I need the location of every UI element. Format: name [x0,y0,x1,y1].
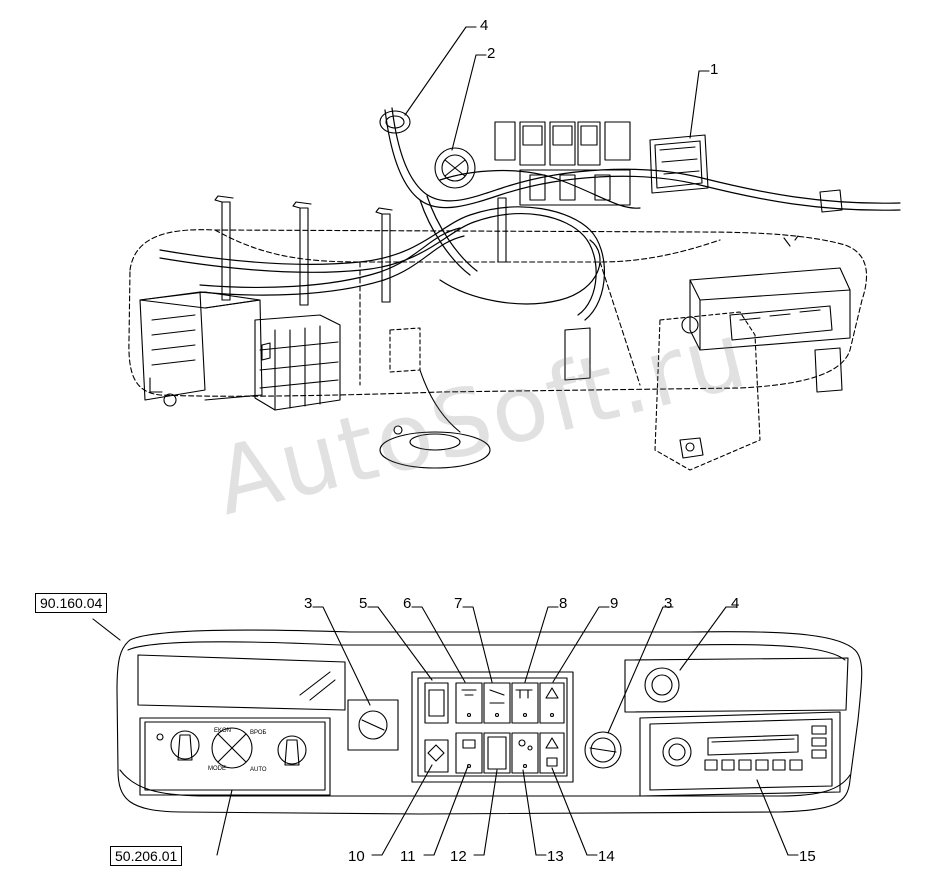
radio-part-15 [639,711,841,797]
hvac-control-panel [139,717,331,796]
callout-4-upper: 4 [480,17,489,34]
round-socket-part-2 [434,147,476,189]
hvac-label-top-right: ВРОБ [250,730,267,736]
hanger-brackets [214,195,507,306]
callout-7: 7 [454,595,463,612]
left-radio-box [139,291,263,407]
rotary-switch-3-left [347,699,399,751]
lighter-socket-part-4 [379,110,411,134]
callout-6: 6 [403,595,412,612]
callout-14: 14 [598,848,615,865]
callout-3-left: 3 [304,595,313,612]
callout-5: 5 [359,595,368,612]
callout-8: 8 [559,595,568,612]
center-mount [379,327,843,469]
fuse-relay-boxes [494,121,631,206]
callout-13: 13 [547,848,564,865]
right-radio-unit [681,267,851,351]
callout-10: 10 [348,848,365,865]
upper-leader-lines [404,26,710,151]
lower-dashboard-panel [116,629,863,815]
hvac-label-bottom-left: MODE [208,766,226,772]
reference-50-206-01: 50.206.01 [110,846,183,866]
callout-12: 12 [450,848,467,865]
callout-9: 9 [610,595,619,612]
rotary-switch-3-right [584,731,622,769]
hvac-label-bottom-right: AUTO [250,767,267,773]
upper-dashboard-assembly [128,107,901,471]
wiring-harness [159,107,901,321]
callout-3-right: 3 [664,595,673,612]
panel-outline [116,629,863,815]
right-bracket-plate [654,311,761,471]
lower-leader-lines [92,606,799,856]
callout-15: 15 [799,848,816,865]
switch-cluster [411,671,574,783]
hvac-label-top-left: EKON [214,728,232,734]
callout-2-upper: 2 [487,45,496,62]
callout-11: 11 [400,848,416,865]
dashboard-outline [128,229,868,397]
relay-part-1 [649,134,709,194]
connector-block [254,314,341,411]
right-mount-bolt [679,437,704,459]
callout-4-lower: 4 [731,595,740,612]
lighter-part-4-lower [644,667,680,703]
reference-90-160-04: 90.160.04 [35,593,108,613]
callout-1-upper: 1 [710,61,719,78]
